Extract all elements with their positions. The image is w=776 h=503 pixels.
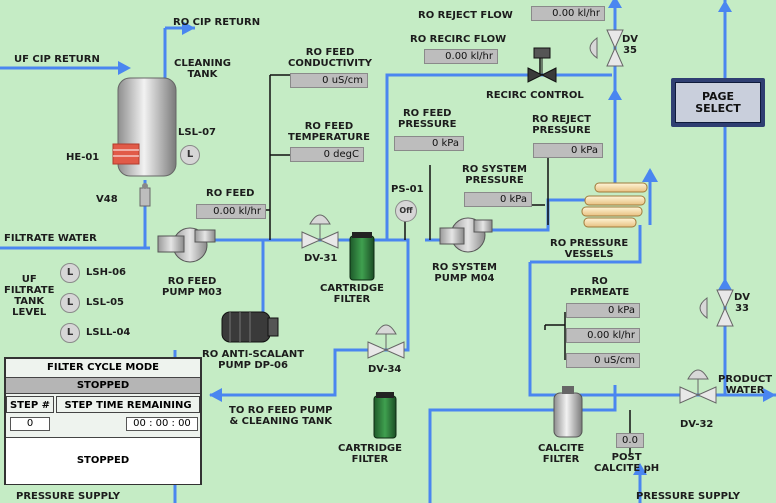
ro-feed-pressure-value: 0 kPa	[394, 136, 464, 151]
lsh06-indicator: L	[60, 263, 80, 283]
pressure-supply-left-label: PRESSURE SUPPLY	[16, 491, 120, 502]
ro-feed-conductivity-value: 0 uS/cm	[290, 73, 368, 88]
ro-reject-pressure-value: 0 kPa	[533, 143, 603, 158]
recirc-control-valve-icon[interactable]	[527, 47, 557, 83]
post-calcite-ph-value: 0.0	[616, 433, 644, 448]
arrow-uf-cip-return	[118, 61, 131, 75]
step-number-header: STEP #	[6, 396, 54, 413]
lsl07-label: LSL-07	[178, 127, 217, 138]
ro-recirc-flow-value: 0.00 kl/hr	[424, 49, 498, 64]
ps01-label: PS-01	[391, 184, 424, 195]
signal-lines	[262, 55, 631, 455]
cartridge-filter-2-icon[interactable]	[373, 392, 397, 439]
ro-reject-pressure-label: RO REJECT PRESSURE	[532, 114, 591, 136]
arrow-to-ro-feed	[209, 388, 222, 402]
arrow-pressure-supply-right	[633, 463, 647, 475]
ro-feed-flow-value: 0.00 kl/hr	[196, 204, 266, 219]
v48-label: V48	[96, 194, 118, 205]
arrow-dv33-mid	[718, 278, 732, 290]
flow-arrows	[118, 0, 776, 475]
dv34-valve-icon[interactable]	[367, 324, 405, 359]
permeate-pressure-value: 0 kPa	[566, 303, 640, 318]
lsl07-indicator: L	[180, 145, 200, 165]
lsh06-label: LSH-06	[86, 267, 127, 278]
cartridge-filter-1-label: CARTRIDGE FILTER	[320, 283, 384, 305]
ro-feed-label: RO FEED	[206, 188, 255, 199]
lsl05-indicator: L	[60, 293, 80, 313]
filter-cycle-title: FILTER CYCLE MODE	[47, 362, 159, 373]
arrow-reject-up	[608, 0, 622, 8]
to-ro-feed-label: TO RO FEED PUMP & CLEANING TANK	[229, 405, 333, 427]
ro-feed-pump-icon[interactable]	[157, 227, 216, 263]
filter-cycle-mode-display: STOPPED	[6, 437, 200, 484]
uf-cip-return-label: UF CIP RETURN	[14, 54, 100, 65]
cleaning-tank-label: CLEANING TANK	[174, 58, 231, 80]
ro-feed-pressure-label: RO FEED PRESSURE	[398, 108, 457, 130]
product-water-label: PRODUCT WATER	[718, 374, 773, 396]
ro-system-pump-icon[interactable]	[439, 217, 493, 253]
ro-reject-flow-label: RO REJECT FLOW	[418, 10, 513, 21]
ro-feed-temperature-label: RO FEED TEMPERATURE	[288, 121, 370, 143]
he01-label: HE-01	[66, 152, 100, 163]
dv35-valve-icon[interactable]	[589, 29, 624, 67]
dv34-label: DV-34	[368, 364, 402, 375]
ro-system-pump-label: RO SYSTEM PUMP M04	[432, 262, 497, 284]
ro-pressure-vessels-label: RO PRESSURE VESSELS	[550, 238, 629, 260]
ro-cip-return-label: RO CIP RETURN	[173, 17, 261, 28]
lsll04-indicator: L	[60, 323, 80, 343]
arrow-vessel-up	[642, 168, 658, 182]
page-select-label: PAGE SELECT	[675, 82, 761, 123]
filter-cycle-panel: FILTER CYCLE MODE STOPPED STEP # STEP TI…	[4, 357, 202, 485]
ps01-indicator: Off	[395, 200, 417, 222]
anti-scalant-label: RO ANTI-SCALANT PUMP DP-06	[202, 349, 305, 371]
lsl05-label: LSL-05	[86, 297, 125, 308]
anti-scalant-pump-icon[interactable]	[221, 311, 279, 343]
cartridge-filter-1-icon[interactable]	[349, 232, 375, 281]
arrow-product-water	[763, 388, 776, 402]
post-calcite-ph-label: POST CALCITE pH	[594, 452, 660, 474]
arrow-ro-cip-return	[182, 21, 195, 35]
calcite-filter-label: CALCITE FILTER	[538, 443, 585, 465]
pressure-supply-right-label: PRESSURE SUPPLY	[636, 491, 740, 502]
recirc-control-label: RECIRC CONTROL	[486, 90, 584, 101]
step-time-header: STEP TIME REMAINING	[56, 396, 200, 413]
dv33-label: DV 33	[734, 292, 751, 314]
ro-system-pressure-label: RO SYSTEM PRESSURE	[462, 164, 527, 186]
dv33-valve-icon[interactable]	[699, 289, 734, 327]
dv35-label: DV 35	[622, 34, 639, 56]
ro-feed-temperature-value: 0 degC	[290, 147, 364, 162]
arrow-reject-mid	[608, 88, 622, 100]
ro-reject-flow-value: 0.00 kl/hr	[531, 6, 605, 21]
uf-filtrate-level-label: UF FILTRATE TANK LEVEL	[4, 274, 55, 318]
calcite-filter-icon[interactable]	[553, 386, 583, 438]
ro-pressure-vessels-icon[interactable]	[581, 182, 648, 228]
step-time-value: 00 : 00 : 00	[126, 417, 198, 431]
dv31-valve-icon[interactable]	[301, 214, 339, 249]
ro-system-pressure-value: 0 kPa	[464, 192, 532, 207]
dv32-label: DV-32	[680, 419, 714, 430]
filtrate-water-label: FILTRATE WATER	[4, 233, 97, 244]
ro-feed-conductivity-label: RO FEED CONDUCTIVITY	[288, 47, 373, 69]
step-number-value: 0	[10, 417, 50, 431]
ro-recirc-flow-label: RO RECIRC FLOW	[410, 34, 507, 45]
page-select-button[interactable]: PAGE SELECT	[671, 78, 765, 127]
filter-cycle-status: STOPPED	[6, 377, 200, 394]
cleaning-tank[interactable]	[112, 77, 177, 177]
ro-feed-pump-label: RO FEED PUMP M03	[162, 276, 223, 298]
lsll04-label: LSLL-04	[86, 327, 131, 338]
dv32-valve-icon[interactable]	[679, 369, 717, 404]
dv31-label: DV-31	[304, 253, 338, 264]
permeate-flow-value: 0.00 kl/hr	[566, 328, 640, 343]
he01-heater-icon	[112, 143, 140, 165]
arrow-dv33-up	[718, 0, 732, 12]
cartridge-filter-2-label: CARTRIDGE FILTER	[338, 443, 402, 465]
ro-permeate-label: RO PERMEATE	[570, 276, 630, 298]
v48-valve-icon[interactable]	[139, 183, 151, 207]
permeate-conductivity-value: 0 uS/cm	[566, 353, 640, 368]
